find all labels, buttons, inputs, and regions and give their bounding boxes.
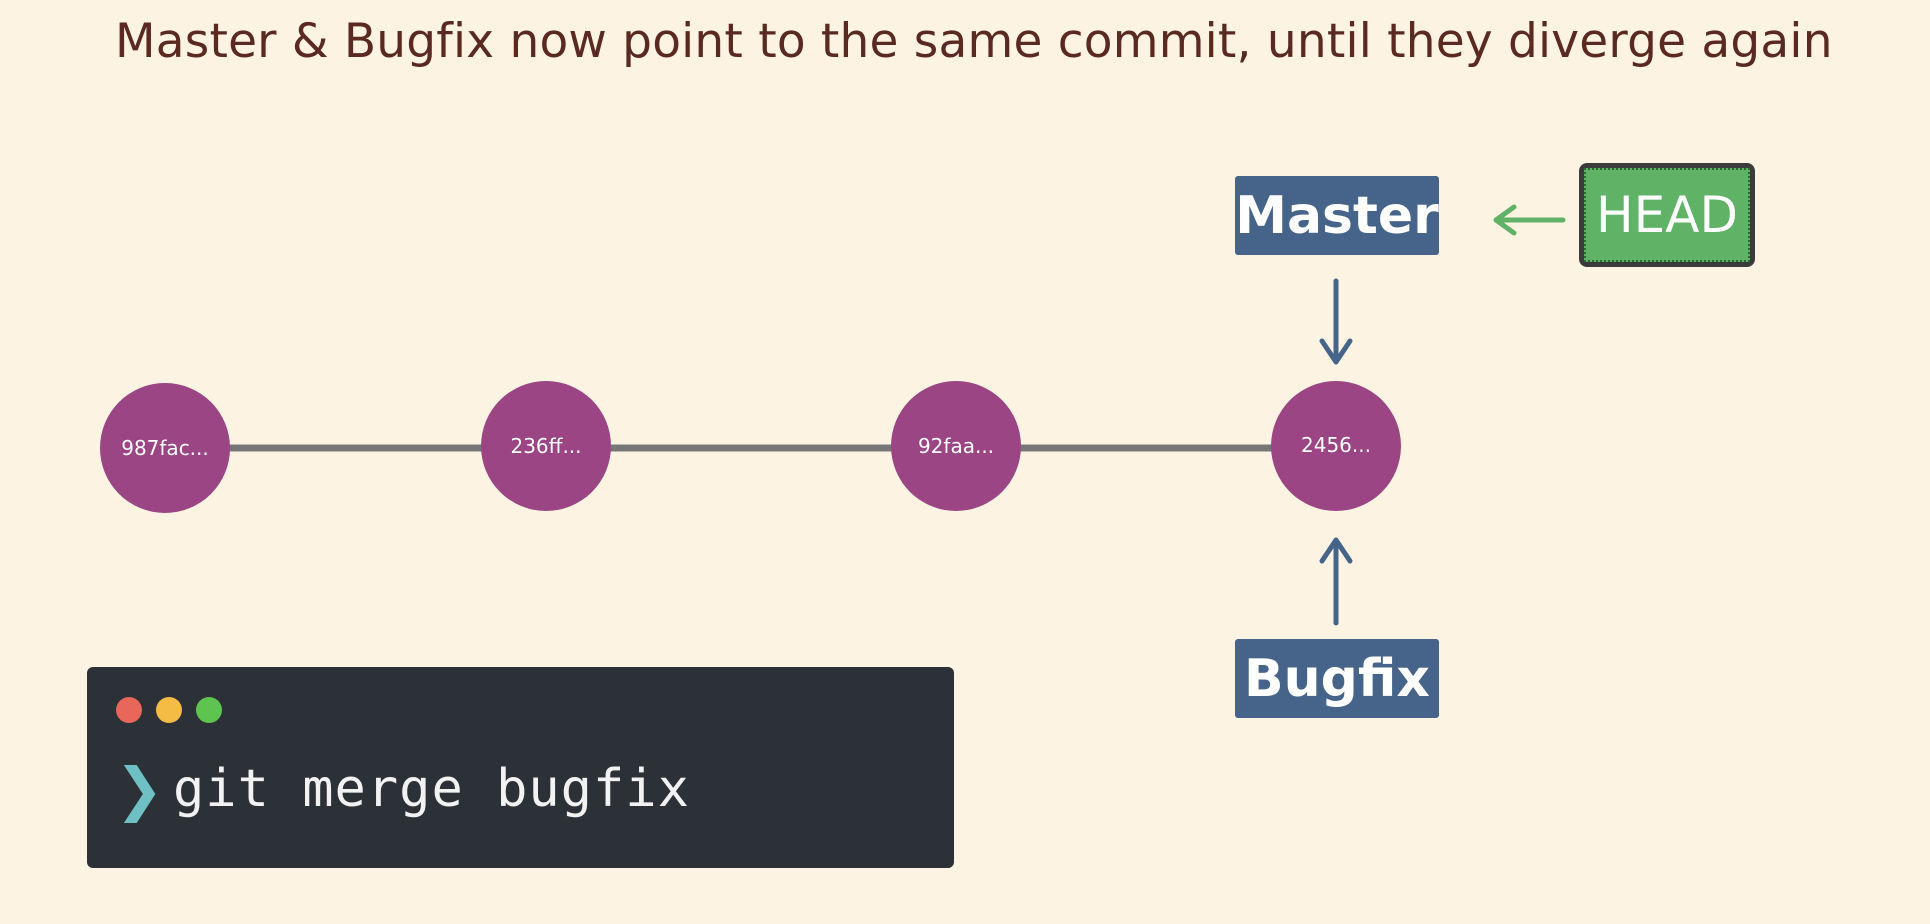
master-arrow xyxy=(1319,278,1353,365)
commit-hash: 236ff... xyxy=(510,434,581,458)
bugfix-arrow xyxy=(1319,537,1353,626)
terminal-command: git merge bugfix xyxy=(173,759,690,819)
subtitle: Master & Bugfix now point to the same co… xyxy=(115,14,1833,69)
commit-node: 92faa... xyxy=(891,381,1021,511)
commit-node: 236ff... xyxy=(481,381,611,511)
terminal-close-dot xyxy=(116,697,142,723)
commit-hash: 92faa... xyxy=(918,434,994,458)
terminal-maximize-dot xyxy=(196,697,222,723)
head-arrow xyxy=(1493,204,1566,236)
commit-hash: 987fac... xyxy=(121,436,209,460)
head-label: HEAD xyxy=(1584,168,1750,262)
terminal-minimize-dot xyxy=(156,697,182,723)
commit-node: 2456... xyxy=(1271,381,1401,511)
commit-node: 987fac... xyxy=(100,383,230,513)
bugfix-branch-label: Bugfix xyxy=(1235,639,1439,718)
master-branch-label: Master xyxy=(1235,176,1439,255)
head-pointer: HEAD xyxy=(1579,163,1755,267)
terminal-window: ❯ git merge bugfix xyxy=(87,667,954,868)
commit-hash: 2456... xyxy=(1301,433,1371,457)
terminal-prompt-icon: ❯ xyxy=(115,755,164,823)
